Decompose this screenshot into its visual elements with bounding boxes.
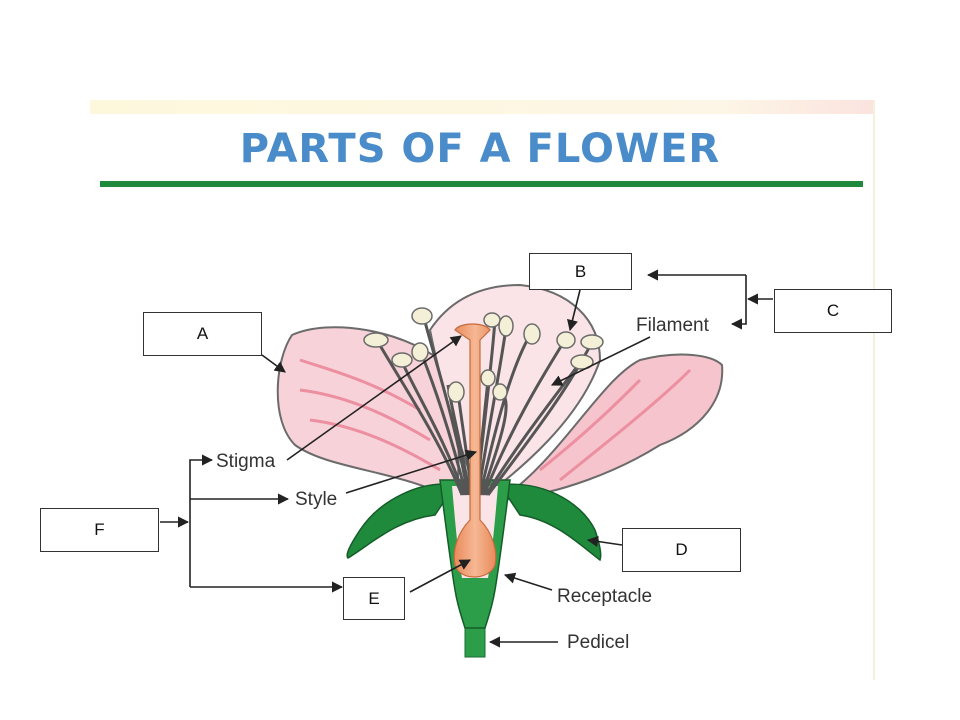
answer-box-b[interactable]: B — [529, 253, 632, 290]
petal-vein — [539, 378, 642, 472]
sepal-left — [346, 483, 457, 559]
leader-lines — [160, 269, 773, 648]
page-title: PARTS OF A FLOWER — [239, 126, 721, 172]
anthers — [363, 307, 604, 403]
panel-right-edge — [873, 100, 875, 680]
label-style: Style — [295, 489, 338, 510]
title-underline — [100, 181, 863, 187]
petal-vein — [559, 368, 692, 482]
petal-left — [276, 326, 460, 502]
petal-vein — [309, 418, 441, 472]
panel-top-band — [90, 100, 875, 114]
sepal-right — [498, 483, 602, 562]
petal-vein — [299, 388, 431, 442]
answer-box-c[interactable]: C — [774, 289, 892, 333]
label-receptacle: Receptacle — [557, 586, 653, 607]
petal-vein — [299, 358, 421, 412]
answer-box-f[interactable]: F — [40, 508, 159, 552]
label-filament: Filament — [636, 315, 709, 336]
answer-box-a[interactable]: A — [143, 312, 262, 356]
pedicel-shape — [464, 624, 486, 658]
answer-box-e[interactable]: E — [343, 577, 405, 620]
answer-box-d[interactable]: D — [622, 528, 741, 572]
label-pedicel: Pedicel — [567, 632, 630, 653]
label-stigma: Stigma — [216, 451, 276, 472]
